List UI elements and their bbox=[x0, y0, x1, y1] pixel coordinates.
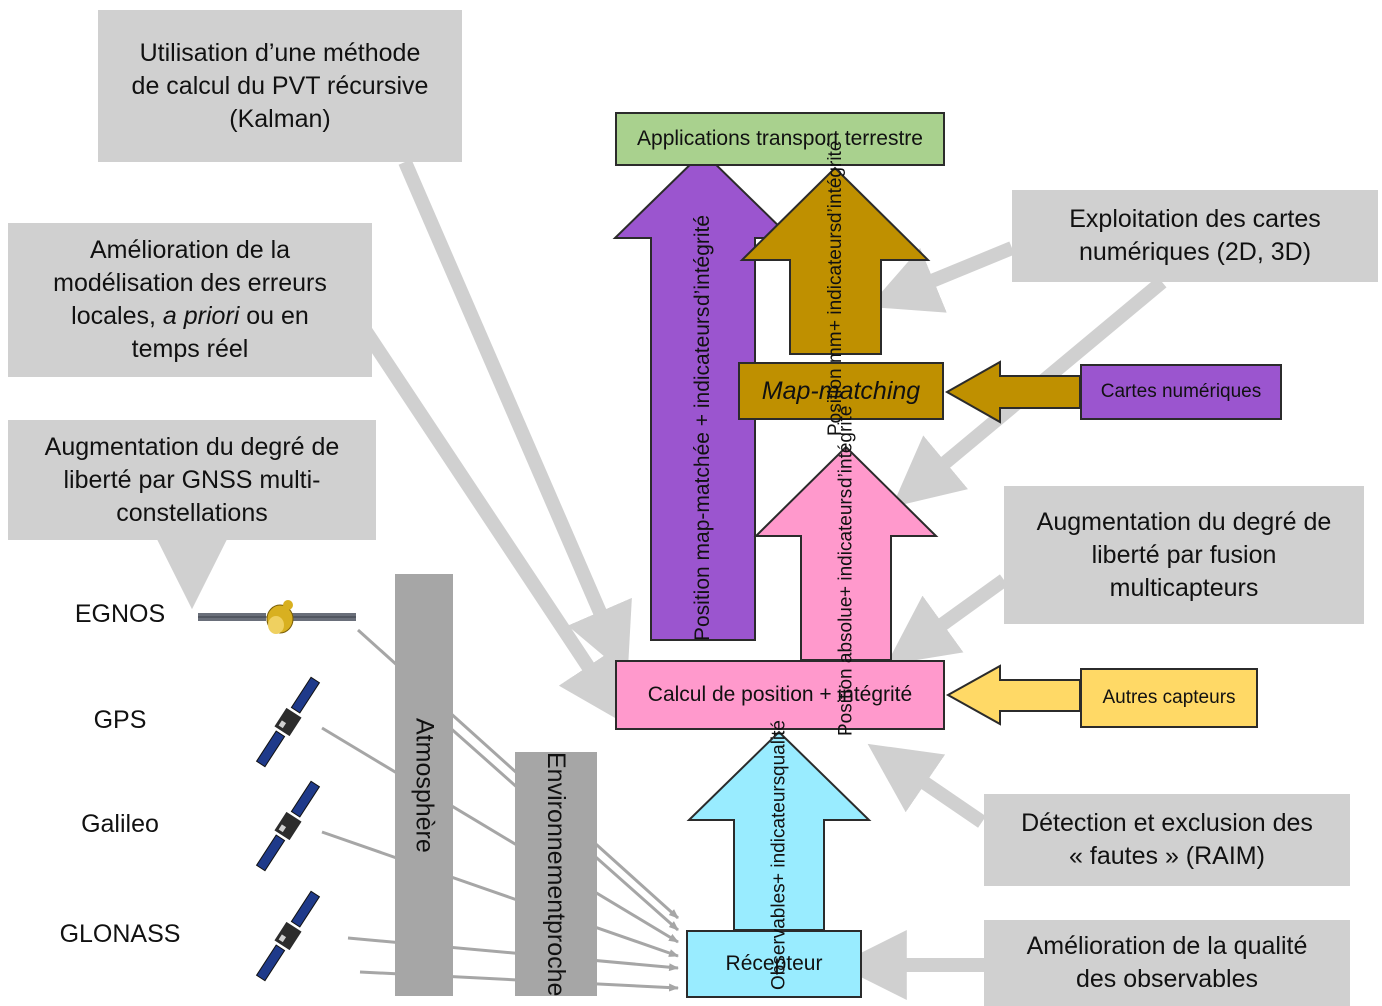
position-calc-label: Calcul de position + intégrité bbox=[647, 683, 913, 706]
atmosphere-label: Atmosphère bbox=[410, 717, 439, 853]
note-multi-gnss-line-2: liberté par GNSS multi- bbox=[63, 465, 321, 494]
satellite-label-galileo: Galileo bbox=[81, 810, 159, 838]
satellite-label-gps: GPS bbox=[93, 706, 147, 734]
arrow-observables-line-3: qualité bbox=[768, 719, 790, 776]
arrow-position-absolute bbox=[753, 445, 939, 661]
other-sensors-label: Autres capteurs bbox=[1102, 687, 1236, 708]
map-matching-box: Map-matching bbox=[738, 362, 944, 420]
arrow-position-absolute-text: Position absolue + indicateurs d’intégri… bbox=[801, 406, 891, 736]
arrow-digital-maps-to-mm bbox=[944, 360, 1081, 424]
note-fusion-line-2: liberté par fusion bbox=[1091, 540, 1277, 569]
note-kalman: Utilisation d’une méthode de calcul du P… bbox=[98, 10, 462, 162]
arrow-observables-line-2: + indicateurs bbox=[768, 775, 790, 884]
note-local-errors-line-1: Amélioration de la bbox=[89, 236, 291, 264]
arrow-observables-text: Observables + indicateurs qualité bbox=[734, 720, 824, 991]
arrow-position-absolute-line-1: Position absolue bbox=[835, 596, 857, 737]
arrow-position-absolute-line-3: d’intégrité bbox=[835, 405, 857, 489]
arrow-position-mm-matched-line-2: d’intégrité bbox=[691, 215, 714, 307]
digital-maps-box: Cartes numériques bbox=[1080, 364, 1282, 420]
arrow-observables-line-1: Observables bbox=[768, 883, 790, 991]
note-local-errors-line-2: modélisation des erreurs bbox=[53, 269, 327, 297]
applications-label: Applications transport terrestre bbox=[637, 127, 923, 150]
other-sensors-box: Autres capteurs bbox=[1080, 668, 1258, 728]
note-multi-gnss: Augmentation du degré de liberté par GNS… bbox=[8, 420, 376, 540]
satellite-label-glonass: GLONASS bbox=[59, 920, 181, 948]
note-kalman-line-1: Utilisation d’une méthode bbox=[139, 38, 421, 67]
arrow-position-mm-text: Position mm + indicateurs d’intégrité bbox=[790, 140, 881, 435]
fusion-arrow bbox=[886, 574, 1009, 665]
atmosphere-layer: Atmosphère bbox=[395, 574, 453, 996]
note-local-errors-line-3: locales, a priori ou en bbox=[53, 300, 327, 333]
satellite-galileo-icon bbox=[255, 780, 321, 872]
note-fusion: Augmentation du degré de liberté par fus… bbox=[1004, 486, 1364, 624]
map-matching-label: Map-matching bbox=[761, 376, 921, 405]
satellite-label-egnos: EGNOS bbox=[74, 600, 166, 628]
note-observables-quality: Amélioration de la qualité des observabl… bbox=[984, 920, 1350, 1006]
note-raim-line-2: « fautes » (RAIM) bbox=[1069, 842, 1265, 870]
note-maps: Exploitation des cartes numériques (2D, … bbox=[1012, 190, 1378, 282]
satellite-glonass-icon bbox=[255, 890, 321, 982]
note-maps-line-2: numériques (2D, 3D) bbox=[1078, 238, 1312, 266]
applications-box: Applications transport terrestre bbox=[615, 112, 945, 166]
arrow-observables bbox=[686, 730, 872, 931]
satellite-gps-icon bbox=[255, 676, 321, 768]
arrow-position-mm-line-2: + indicateurs bbox=[825, 222, 846, 332]
environment-layer: Environnement proche bbox=[515, 752, 597, 996]
position-calc-box: Calcul de position + intégrité bbox=[615, 660, 945, 730]
digital-maps-label: Cartes numériques bbox=[1100, 381, 1262, 402]
note-multi-gnss-line-1: Augmentation du degré de bbox=[44, 432, 340, 461]
note-kalman-line-2: de calcul du PVT récursive bbox=[131, 71, 429, 100]
note-observables-quality-line-1: Amélioration de la qualité bbox=[1026, 932, 1308, 960]
signal-gps bbox=[321, 726, 679, 944]
receiver-box: Récepteur bbox=[686, 930, 862, 998]
signal-galileo bbox=[321, 830, 679, 958]
note-maps-line-1: Exploitation des cartes bbox=[1069, 205, 1321, 233]
kalman-arrow bbox=[398, 159, 632, 676]
note-kalman-line-3: (Kalman) bbox=[229, 104, 331, 133]
local-errors-arrow bbox=[359, 326, 627, 725]
note-local-errors-italic: a priori bbox=[162, 302, 240, 330]
note-fusion-line-1: Augmentation du degré de bbox=[1036, 507, 1332, 536]
arrow-position-absolute-line-2: + indicateurs bbox=[835, 488, 857, 597]
arrow-position-mm-line-3: d’intégrité bbox=[825, 140, 846, 223]
note-raim: Détection et exclusion des « fautes » (R… bbox=[984, 794, 1350, 886]
arrow-position-mm-matched bbox=[612, 150, 794, 641]
receiver-label: Récepteur bbox=[725, 952, 823, 975]
arrow-position-mm-matched-text: Position map-matchée + indicateurs d’int… bbox=[651, 215, 755, 641]
note-local-errors: Amélioration de la modélisation des erre… bbox=[8, 223, 372, 377]
raim-arrow bbox=[867, 743, 986, 828]
note-fusion-line-3: multicapteurs bbox=[1109, 573, 1259, 602]
note-local-errors-text-b: ou en bbox=[239, 302, 309, 330]
maps-to-mm-arrow bbox=[868, 241, 1015, 313]
note-raim-line-1: Détection et exclusion des bbox=[1021, 809, 1313, 837]
note-local-errors-text-a: locales, bbox=[71, 302, 163, 330]
satellite-egnos-icon bbox=[198, 600, 356, 634]
arrow-position-mm-shape bbox=[739, 166, 931, 355]
environment-line-1: Environnement bbox=[542, 751, 570, 920]
note-multi-gnss-line-3: constellations bbox=[116, 498, 268, 527]
arrow-position-mm-matched-line-1: Position map-matchée + indicateurs bbox=[691, 306, 714, 641]
note-observables-quality-line-2: des observables bbox=[1075, 965, 1259, 993]
arrow-other-sensors bbox=[945, 664, 1081, 726]
note-local-errors-line-4: temps réel bbox=[131, 335, 249, 363]
environment-line-2: proche bbox=[542, 919, 570, 997]
